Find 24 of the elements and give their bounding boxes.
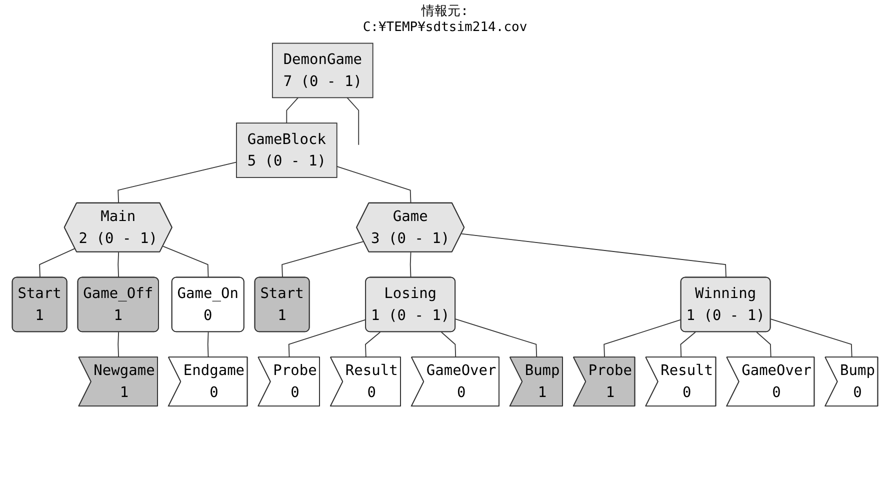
connector	[286, 97, 299, 124]
connector	[756, 332, 772, 358]
source-label: C:¥TEMP¥sdtsim214.cov	[362, 20, 528, 36]
connector	[118, 332, 120, 358]
connector	[680, 332, 696, 358]
connector	[604, 319, 682, 358]
source-label: 情報元:	[422, 4, 468, 20]
connector	[346, 97, 360, 146]
connector	[455, 318, 538, 358]
connector	[365, 332, 381, 358]
node-box: GameBlock 5 (0 - 1)	[236, 122, 338, 178]
connector	[118, 252, 120, 278]
node-box: DemonGame 7 (0 - 1)	[272, 42, 374, 98]
connector	[282, 241, 364, 278]
connector	[288, 319, 366, 358]
connector	[162, 246, 209, 278]
connector	[461, 233, 726, 278]
connector	[410, 252, 412, 278]
connector	[207, 332, 209, 358]
connector	[440, 332, 456, 358]
connector	[118, 162, 237, 204]
connector	[336, 166, 412, 204]
connector	[39, 248, 76, 278]
connector	[770, 318, 852, 358]
